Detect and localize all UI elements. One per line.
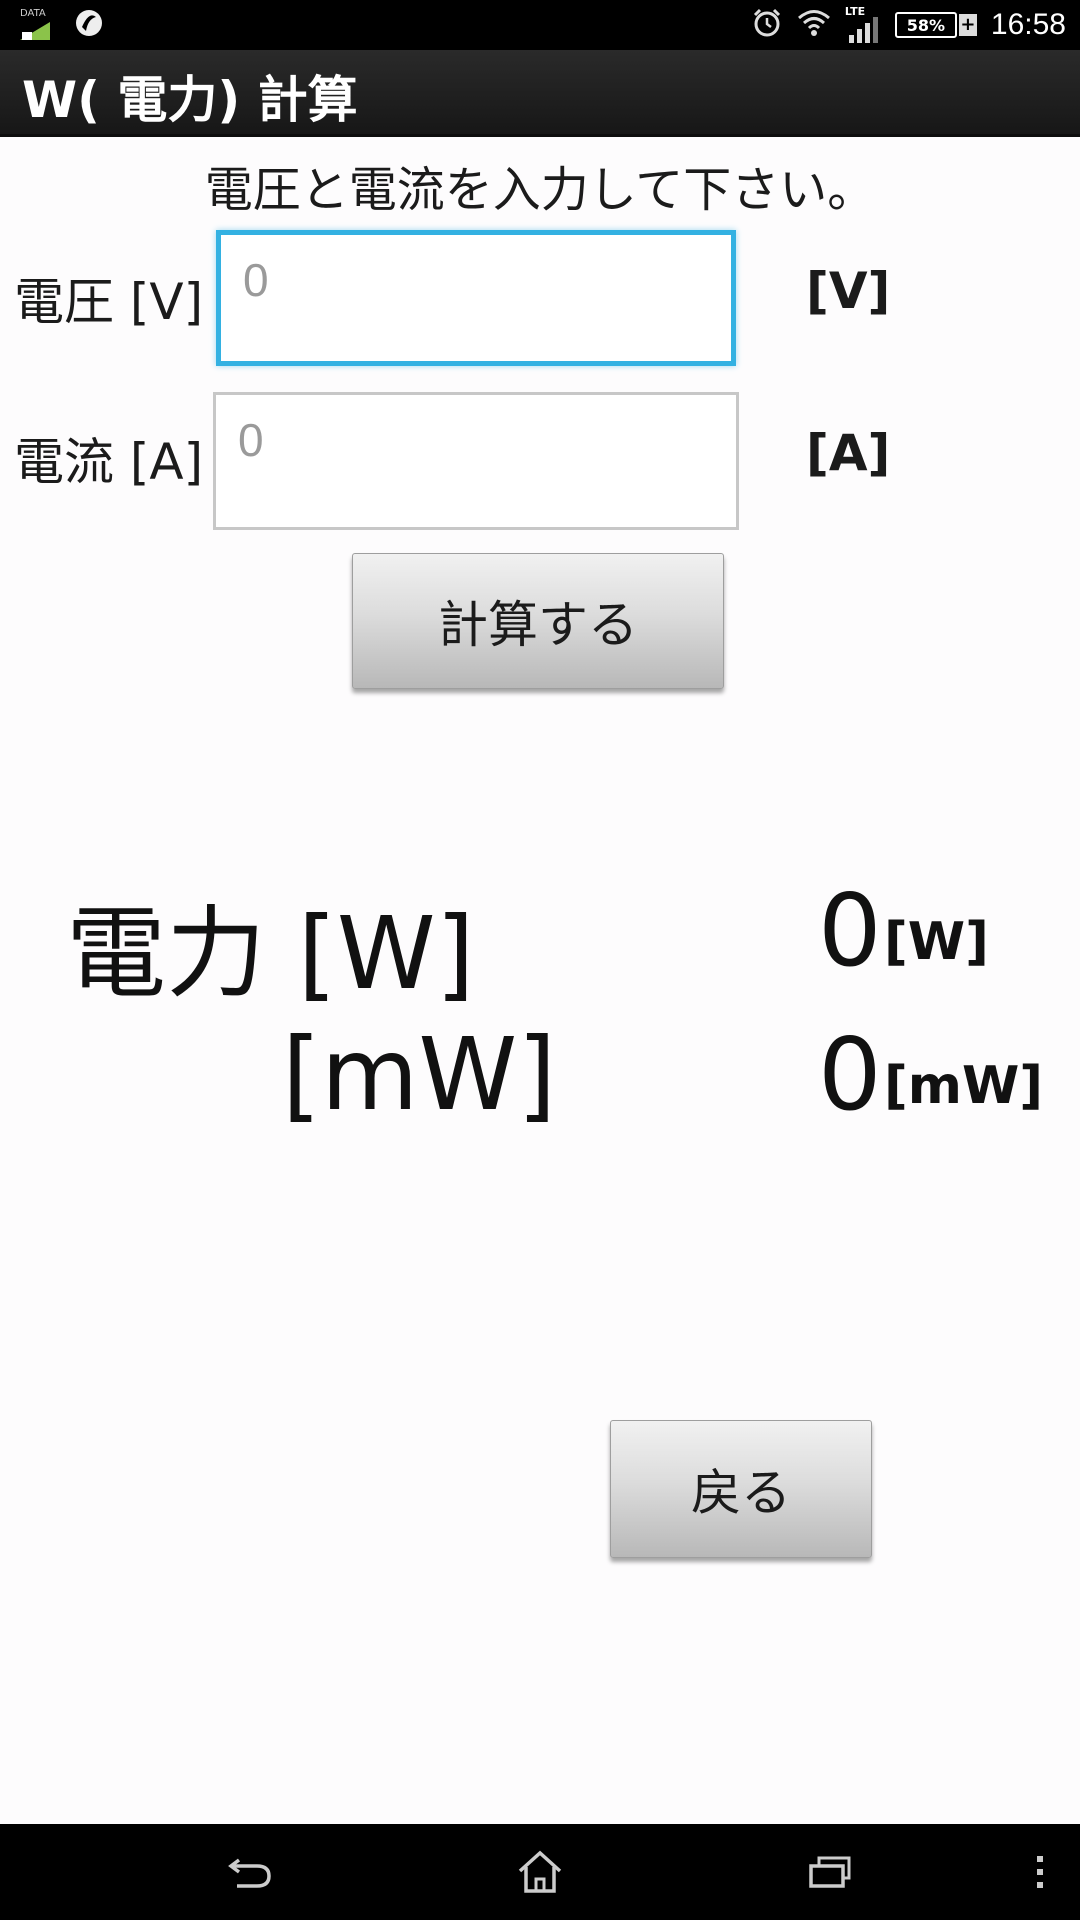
power-mw-label: [mW] (282, 1016, 557, 1133)
back-icon (228, 1858, 271, 1888)
battery-icon: 58% + (894, 12, 977, 38)
overflow-menu-icon (1037, 1856, 1043, 1888)
voltage-unit: [V] (806, 262, 891, 320)
back-button[interactable]: 戻る (610, 1420, 872, 1558)
alarm-icon (751, 7, 783, 43)
status-right: LTE 58% + 16:58 (751, 0, 1066, 50)
status-left: DATA (20, 8, 104, 42)
current-input[interactable] (238, 413, 736, 467)
nav-recent-apps-button[interactable] (800, 1846, 860, 1898)
power-label: 電力 [W] (66, 895, 475, 1012)
data-sim-icon: DATA (20, 8, 54, 40)
power-value-w: 0 (818, 872, 882, 989)
voltage-field[interactable] (216, 230, 736, 366)
power-unit-mw: [mW] (884, 1056, 1044, 1116)
power-unit-w: [W] (884, 912, 989, 972)
navigation-bar (0, 1824, 1080, 1920)
page-title: W( 電力) 計算 (22, 71, 358, 129)
status-clock: 16:58 (990, 8, 1066, 41)
action-bar: W( 電力) 計算 (0, 50, 1080, 137)
current-unit: [A] (806, 424, 891, 482)
status-bar: DATA (0, 0, 1080, 50)
app-notification-icon (74, 7, 104, 43)
nav-overflow-menu-button[interactable] (1010, 1846, 1070, 1898)
nav-home-button[interactable] (510, 1846, 570, 1898)
battery-level: 58% (894, 12, 957, 38)
recent-apps-icon (809, 1856, 851, 1888)
calculate-button[interactable]: 計算する (352, 553, 724, 689)
current-field[interactable] (213, 392, 739, 530)
wifi-icon (797, 8, 831, 42)
current-label: 電流 [A] (14, 433, 204, 491)
battery-charging: + (958, 14, 977, 36)
signal-icon: LTE (845, 5, 881, 45)
nav-back-button[interactable] (220, 1846, 280, 1898)
input-prompt: 電圧と電流を入力して下さい。 (204, 162, 876, 218)
power-value-mw: 0 (818, 1016, 882, 1133)
home-icon (518, 1850, 562, 1893)
data-label: DATA (20, 8, 46, 19)
voltage-input[interactable] (243, 253, 731, 307)
voltage-label: 電圧 [V] (14, 273, 204, 331)
network-type: LTE (844, 5, 866, 18)
